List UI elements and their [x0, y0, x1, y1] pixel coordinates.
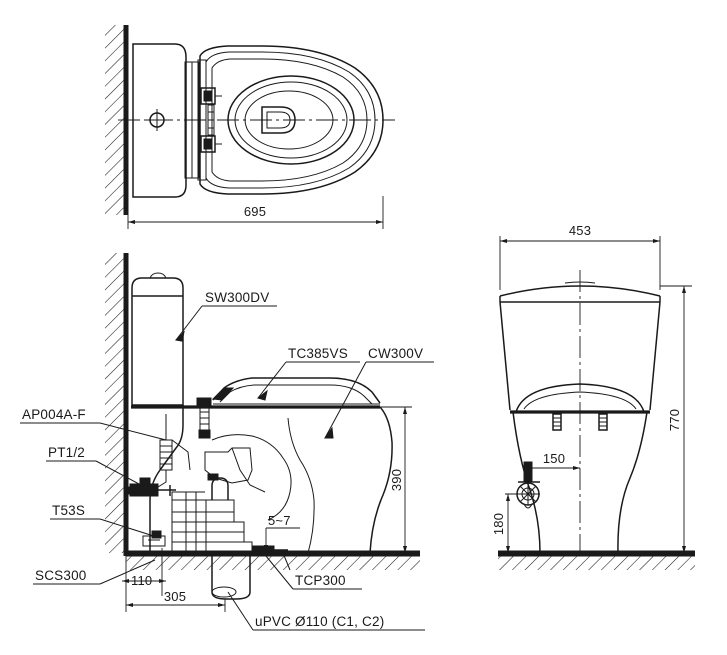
front-view-group: 453 770 150 180 — [491, 223, 695, 570]
side-view-floor — [126, 550, 420, 570]
side-view-dimension-305: 305 — [125, 589, 226, 612]
dim-seat-height: 390 — [389, 469, 404, 491]
top-view-dimension-695: 695 — [127, 196, 384, 229]
dim-gap-tolerance: 5~7 — [268, 513, 291, 528]
label-ap004a-f-text: AP004A-F — [22, 407, 86, 422]
top-view-bowl-ring — [227, 75, 355, 165]
label-upvc-text: uPVC Ø110 (C1, C2) — [255, 614, 384, 629]
top-view-seat-hinges — [184, 59, 222, 181]
side-view-dimension-110: 110 — [122, 548, 166, 596]
top-view-cistern — [132, 43, 187, 198]
dim-valve-height: 180 — [491, 513, 506, 535]
front-view-dimension-770: 770 — [618, 285, 692, 554]
side-view-floor-connector — [142, 492, 166, 547]
label-tcp300-text: TCP300 — [295, 573, 346, 588]
front-view-dimension-180: 180 — [491, 493, 540, 553]
label-sw300dv-text: SW300DV — [205, 290, 269, 305]
label-tcp300: TCP300 — [265, 555, 362, 590]
side-view-bowl-body — [131, 405, 393, 554]
side-view-group: 5~7 390 110 305 SW300DV — [20, 253, 434, 631]
label-tc385vs-text: TC385VS — [288, 346, 348, 361]
dim-rough-in: 305 — [164, 589, 186, 604]
label-upvc: uPVC Ø110 (C1, C2) — [227, 591, 425, 631]
dim-top-depth: 695 — [244, 204, 266, 219]
front-view-floor — [498, 550, 695, 570]
label-t53s: T53S — [50, 503, 161, 539]
side-view-cistern — [131, 272, 184, 406]
top-view-center-target-icon — [146, 109, 168, 131]
side-view-wall — [105, 253, 129, 556]
label-tc385vs: TC385VS — [256, 346, 360, 401]
label-t53s-text: T53S — [52, 503, 85, 518]
top-view-group: 695 — [105, 25, 395, 229]
front-view-cistern — [499, 281, 661, 411]
top-view-water-spot — [261, 106, 296, 134]
side-view-angle-valve — [125, 477, 176, 497]
side-view-valve-assembly — [171, 473, 253, 554]
label-cw300v-text: CW300V — [368, 346, 423, 361]
dim-pipe-offset: 110 — [131, 573, 152, 588]
side-view-seat — [211, 377, 381, 405]
front-view-dimension-150: 150 — [527, 451, 580, 471]
front-view-angle-valve — [516, 461, 540, 509]
label-pt12: PT1/2 — [46, 445, 140, 485]
front-view-seat-hinges — [552, 413, 608, 431]
side-view-dimension-gap: 5~7 — [263, 513, 300, 552]
front-view-pedestal — [512, 411, 648, 554]
top-view-seat-outline — [199, 45, 384, 195]
label-sw300dv: SW300DV — [174, 290, 277, 342]
dim-front-height: 770 — [667, 409, 682, 431]
label-scs300-text: SCS300 — [35, 568, 86, 583]
side-view-dimension-390: 390 — [370, 406, 412, 554]
label-pt12-text: PT1/2 — [48, 445, 85, 460]
side-view-seat-hinge — [196, 397, 212, 439]
side-view-pan-connector — [251, 545, 291, 571]
front-view-seat — [510, 383, 650, 414]
dim-valve-offset: 150 — [543, 451, 565, 466]
side-view-supply-fitting — [149, 414, 191, 493]
side-view-waste-pipe — [211, 556, 251, 600]
dim-front-width: 453 — [569, 223, 591, 238]
label-scs300: SCS300 — [33, 559, 156, 585]
label-ap004a-f: AP004A-F — [20, 407, 167, 441]
label-cw300v: CW300V — [324, 346, 434, 439]
front-view-dimension-453: 453 — [499, 223, 661, 290]
